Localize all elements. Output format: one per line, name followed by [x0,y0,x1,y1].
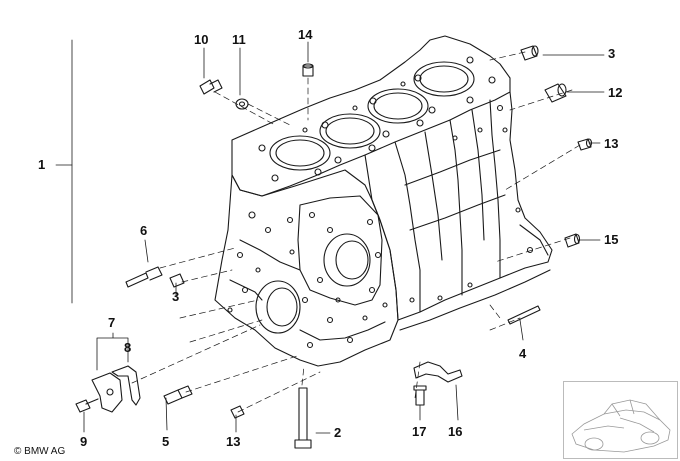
cylinder-bore [319,113,381,149]
part-5-pin [163,385,193,405]
part-15-sleeve [564,233,581,248]
callout-3-upper: 3 [608,46,616,61]
cylinder-bore [269,135,331,171]
engine-block [214,35,553,367]
callout-14: 14 [298,27,313,42]
part-11-seal-ring [235,98,249,110]
callout-3-lower: 3 [172,289,180,304]
callout-4: 4 [519,346,527,361]
cylinder-bore [413,61,475,97]
part-8-gasket [111,365,141,406]
callout-16: 16 [448,424,463,439]
part-7-bracket [91,372,123,413]
main-bearing-bore [323,233,371,287]
block-front-face [214,169,399,367]
part-2-bolt [294,387,312,449]
block-top-deck [231,35,511,197]
part-12-cap [544,83,567,103]
vehicle-thumbnail [563,381,678,459]
callout-2: 2 [334,425,342,440]
part-14-sleeve [302,63,314,77]
callout-11: 11 [232,32,246,47]
part-9-screw [75,398,99,413]
part-10-screw-plug [199,79,223,95]
callout-10: 10 [194,32,209,47]
part-13-sleeve-lower [230,405,245,419]
car-outline-icon [571,399,671,453]
front-face-holes [227,211,388,349]
side-face-holes [409,104,534,303]
callout-6: 6 [140,223,148,238]
part-6-stud [125,266,163,288]
oil-seal-bore [255,280,301,334]
part-3-dowel-lower [169,273,185,288]
part-3-dowel-upper [520,45,539,61]
leader-lines [55,39,605,434]
callout-7: 7 [108,315,116,330]
callout-1: 1 [38,157,46,172]
callout-5: 5 [162,434,170,449]
copyright-text: © BMW AG [14,446,66,457]
callout-13-lower: 13 [226,434,241,449]
part-16-oil-tube-bracket [413,361,463,383]
part-4-pin [507,305,541,325]
cylinder-bore [367,88,429,124]
part-17-screw [413,385,427,406]
part-13-sleeve-upper [577,138,593,151]
callout-8: 8 [124,340,132,355]
callout-13-upper: 13 [604,136,619,151]
deck-bolt-holes [258,56,496,182]
callout-17: 17 [412,424,427,439]
callout-9: 9 [80,434,88,449]
dashed-leaders [131,51,581,413]
callout-12: 12 [608,85,623,100]
block-side-face [364,91,553,321]
callout-15: 15 [604,232,619,247]
